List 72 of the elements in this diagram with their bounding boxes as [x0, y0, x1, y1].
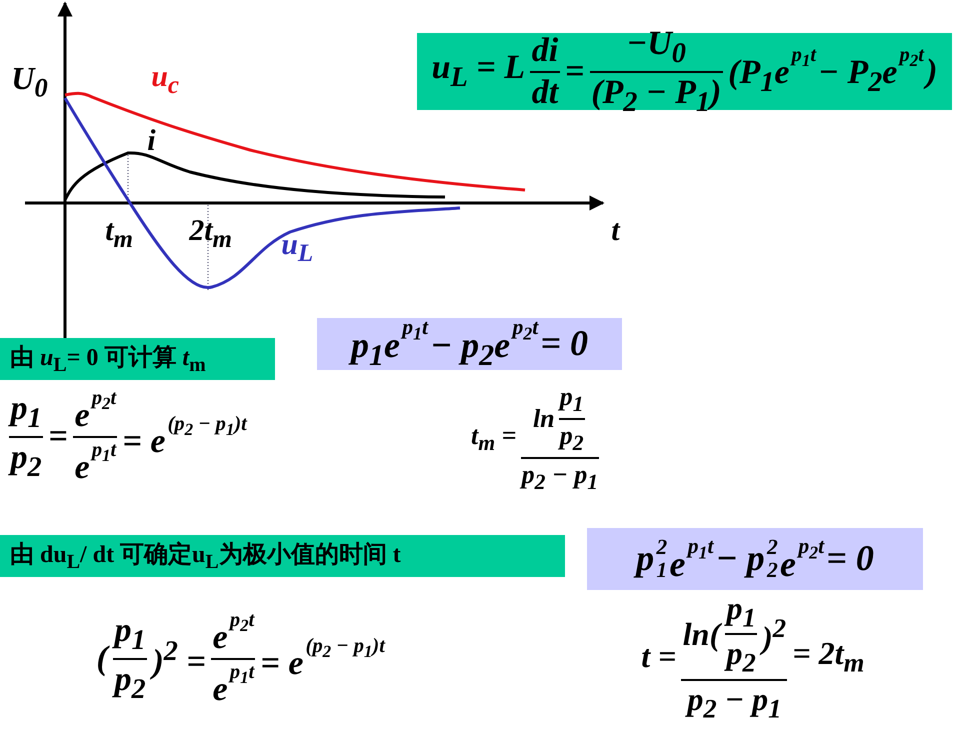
math-term: p$_{1}$e [350, 327, 400, 372]
curve-label: u$_{L}$ [280, 228, 314, 261]
math-term: e [74, 450, 90, 486]
math-term: ln( [682, 618, 722, 652]
note-box [0, 535, 565, 577]
exponent: p$_{2}$t [91, 388, 118, 413]
math-term: p$_{1}$ [725, 592, 757, 632]
tick-label: t$_{m}$ [104, 214, 134, 247]
math-term: p$_{1}$ [558, 383, 585, 416]
tick-label: 2t$_{m}$ [188, 214, 233, 247]
math-term: p$_{2}$ [558, 422, 585, 455]
index-number: 1 [656, 559, 668, 582]
math-term: − P$_{2}$e [817, 55, 898, 98]
math-term: p$_{2}$ [9, 440, 43, 482]
math-term: ( [95, 641, 110, 677]
index-number: 2 [656, 536, 668, 559]
math-term: e [212, 672, 228, 708]
axis-label: U$_{0}$ [10, 60, 49, 96]
note-box [0, 338, 275, 380]
math-term: p$_{2}$ − p$_{1}$ [520, 460, 600, 494]
exponent: (p$_{2}$ − p$_{1}$)t [304, 636, 386, 661]
math-term: )$^{2}$ = [151, 637, 207, 680]
math-term: p$_{2}$ − p$_{1}$ [686, 682, 782, 722]
math-term: di [530, 32, 560, 68]
math-term: )$^{2}$ [760, 614, 788, 656]
exponent: p$_{1}$t [790, 45, 817, 70]
axis-label: t [610, 214, 621, 247]
note-text: 由 du$_{L}$/ dt 可确定u$_{L}$为极小值的时间 t [10, 540, 401, 574]
math-term: = e [260, 646, 304, 682]
index-number: 2 [766, 559, 779, 582]
math-term: p$_{1}$ [113, 613, 147, 656]
note-text: 由 u$_{L}$= 0 可计算 t$_{m}$ [10, 344, 206, 377]
formula-box [317, 318, 622, 370]
math-term: t = [640, 640, 678, 674]
math-term: = e [121, 424, 166, 460]
curve-label: i [146, 124, 157, 157]
formula-box [417, 33, 952, 110]
math-term: e [668, 546, 686, 584]
math-term: ) [924, 54, 939, 90]
math-term: u$_{L}$ = L [430, 50, 526, 93]
math-term: p$_{1}$ [9, 391, 43, 434]
exponent: p$_{2}$t [229, 610, 256, 635]
math-term: dt [530, 74, 560, 110]
exponent: p$_{2}$t [898, 45, 924, 70]
exponent: p$_{1}$t [401, 316, 429, 344]
exponent: (p$_{2}$ − p$_{1}$)t [166, 414, 248, 439]
math-term: e [212, 620, 228, 656]
exponent: p$_{2}$t [797, 534, 825, 562]
math-term: p$_{2}$ [725, 637, 757, 677]
math-term: t$_{m}$ = [470, 422, 518, 455]
math-term: = [47, 419, 69, 455]
math-term: ln [532, 405, 556, 433]
math-term: − p$_{2}$e [429, 327, 511, 372]
math-term: −U$_{0}$ [626, 26, 687, 68]
exponent: p$_{2}$t [512, 316, 540, 344]
math-term: = 0 [540, 325, 590, 363]
math-term: e [779, 546, 797, 584]
math-term: p [634, 540, 656, 578]
math-term: = 2t$_{m}$ [791, 637, 866, 677]
math-term: (P$_{2}$ − P$_{1}$) [590, 74, 722, 118]
exponent: p$_{1}$t [686, 534, 714, 562]
index-number: 2 [766, 536, 779, 559]
math-term: = [564, 54, 586, 90]
math-term: e [74, 398, 90, 434]
math-term: − p [714, 540, 766, 578]
curve-label: u$_{c}$ [150, 60, 180, 93]
exponent: p$_{1}$t [229, 662, 256, 687]
math-term: = 0 [825, 540, 875, 578]
math-term: p$_{2}$ [113, 662, 147, 704]
formula-box [587, 528, 923, 590]
math-term: (P$_{1}$e [727, 55, 790, 98]
exponent: p$_{1}$t [91, 440, 118, 465]
